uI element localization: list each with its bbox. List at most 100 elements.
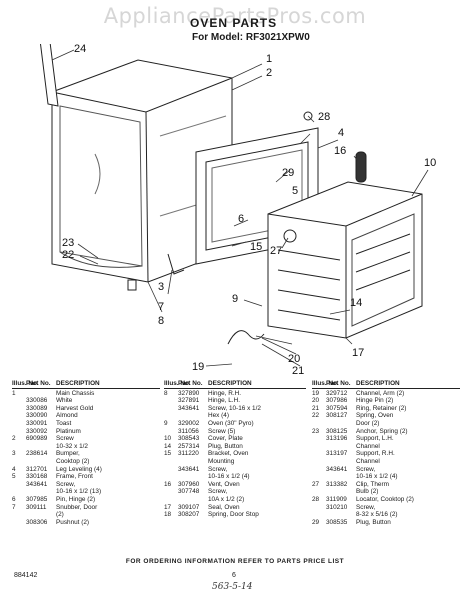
part-row: 10-16 x 1/2 (13) <box>12 488 160 496</box>
illus-number <box>12 519 26 527</box>
part-number <box>178 496 208 504</box>
part-description: Door (2) <box>356 419 380 427</box>
document-number: 884142 <box>14 572 38 579</box>
illus-number <box>312 443 326 451</box>
part-description: Screw, <box>208 465 228 473</box>
illus-number: 20 <box>312 397 320 405</box>
part-number: 311056 <box>178 427 199 435</box>
part-number: 307985 <box>26 495 48 503</box>
part-description: Leg Leveling (4) <box>56 465 102 473</box>
illus-number <box>12 428 26 436</box>
part-number: 329712 <box>326 389 348 397</box>
illus-number <box>164 458 178 466</box>
part-description: Bracket, Oven <box>208 450 249 458</box>
callout-3: 3 <box>158 281 164 293</box>
page-number: 6 <box>232 572 236 579</box>
illus-number <box>164 397 178 405</box>
part-number: 238614 <box>26 450 48 458</box>
part-description: Main Chassis <box>56 389 95 397</box>
part-row: 330089 Harvest Gold <box>12 405 160 413</box>
illus-number <box>12 511 26 519</box>
header-desc: DESCRIPTION <box>208 380 252 387</box>
part-description: (2) <box>56 511 64 519</box>
part-row: 10-16 x 1/2 (4) <box>164 473 306 481</box>
part-number <box>26 443 56 451</box>
part-description: Screw, <box>56 480 76 488</box>
page-title: OVEN PARTS <box>190 16 278 30</box>
part-description: Frame, Front <box>56 473 93 481</box>
callout-28: 28 <box>318 111 330 123</box>
illus-number <box>164 496 178 504</box>
part-number <box>326 511 356 519</box>
callout-2: 2 <box>266 67 272 79</box>
part-number <box>26 488 56 496</box>
part-number <box>326 443 356 451</box>
callout-20: 20 <box>288 353 300 365</box>
part-number: 327891 <box>178 397 200 405</box>
illus-number: 15 <box>164 450 172 458</box>
part-row: Door (2) <box>312 420 460 428</box>
callout-6: 6 <box>238 213 244 225</box>
part-description: Screw, <box>356 465 376 473</box>
part-number: 343641 <box>178 465 200 473</box>
column-header: Illus. No. Part No. DESCRIPTION <box>164 380 306 389</box>
part-description: Harvest Gold <box>56 404 94 412</box>
callout-19: 19 <box>192 361 204 373</box>
part-number <box>326 473 356 481</box>
part-number: 330089 <box>26 404 48 412</box>
illus-number <box>12 458 26 466</box>
part-description: Platinum <box>56 427 81 435</box>
callout-16: 16 <box>334 145 346 157</box>
hinge-arm-drawing <box>227 330 265 345</box>
callout-9: 9 <box>232 293 238 305</box>
illus-number <box>12 405 26 413</box>
illus-number <box>312 466 326 474</box>
part-row: Bulb (2) <box>312 488 460 496</box>
illus-number: 2 <box>12 435 16 443</box>
illus-number <box>12 412 26 420</box>
part-row: 10A x 1/2 (2) <box>164 496 306 504</box>
part-description: Oven (30" Pyro) <box>208 419 254 427</box>
part-description: Snubber, Door <box>56 503 98 511</box>
part-number: 330090 <box>26 412 48 420</box>
part-number: 308125 <box>326 427 348 435</box>
part-description: Plug, Button <box>356 518 391 526</box>
part-description: Vent, Oven <box>208 480 240 488</box>
part-description: Toast <box>56 419 72 427</box>
part-description: Screw, <box>356 503 376 511</box>
locator-drawing <box>303 111 313 121</box>
part-row: Channel <box>312 443 460 451</box>
callout-5: 5 <box>292 185 298 197</box>
part-number: 327890 <box>178 389 200 397</box>
callout-17: 17 <box>352 347 364 359</box>
illus-number <box>164 405 178 413</box>
illus-number <box>12 488 26 496</box>
part-description: 10-32 x 1/2 <box>56 442 88 450</box>
part-number: 343641 <box>26 480 48 488</box>
illus-number: 29 <box>312 518 320 526</box>
callout-15: 15 <box>250 241 262 253</box>
part-number: 690989 <box>26 435 48 443</box>
part-description: Channel, Arm (2) <box>356 389 405 397</box>
illus-number: 5 <box>12 473 16 481</box>
column-header: Illus. No. Part No. DESCRIPTION <box>12 380 160 389</box>
part-row: 10-16 x 1/2 (4) <box>312 473 460 481</box>
illus-number: 28 <box>312 495 320 503</box>
part-number: 313382 <box>326 480 348 488</box>
callout-1: 1 <box>266 53 272 65</box>
